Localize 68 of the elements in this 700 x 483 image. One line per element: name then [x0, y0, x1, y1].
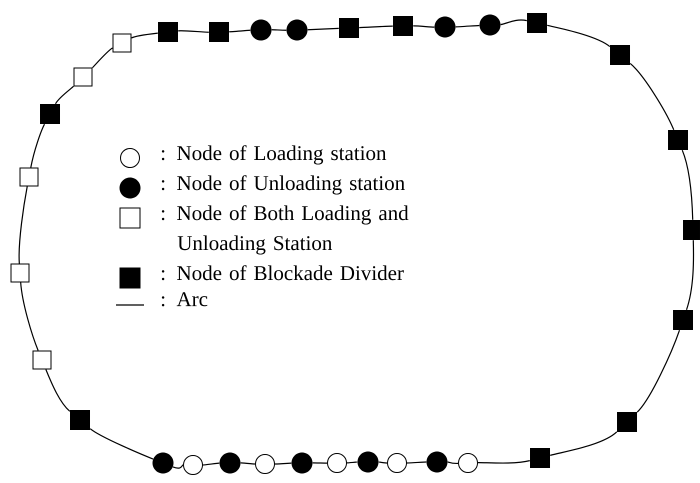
- filled-square-node: [617, 412, 637, 432]
- arc: [478, 460, 530, 464]
- open-square-node: [20, 168, 38, 186]
- arc: [636, 330, 680, 413]
- open-circle-node: [387, 453, 407, 473]
- filled-circle-node: [426, 452, 448, 472]
- arc: [406, 461, 426, 464]
- arc: [500, 19, 527, 26]
- arc: [90, 428, 154, 460]
- arc: [550, 431, 618, 456]
- arc: [378, 461, 388, 464]
- arc: [18, 186, 28, 264]
- arc: [272, 29, 286, 31]
- arc: [178, 30, 209, 33]
- filled-circle-node: [152, 452, 174, 474]
- open-circle-node: [327, 453, 347, 473]
- filled-square-node: [70, 410, 90, 430]
- filled-square-node: [40, 104, 60, 124]
- legend-text: : Node of Blockade Divider: [162, 265, 404, 280]
- arc: [20, 282, 39, 351]
- filled-square-node: [530, 448, 550, 468]
- arc: [131, 32, 158, 39]
- arc: [312, 462, 328, 464]
- arc: [456, 24, 480, 28]
- filled-square-node: [668, 130, 688, 150]
- arc: [274, 462, 292, 465]
- filled-square-node: [527, 13, 547, 33]
- filled-square-node: [610, 45, 630, 65]
- arc: [55, 86, 74, 104]
- filled-square-node: [158, 22, 178, 42]
- legend-text: : Node of Unloading station: [162, 175, 405, 195]
- filled-circle-node: [292, 452, 312, 474]
- open-square-node: [112, 34, 132, 52]
- arc: [240, 462, 256, 465]
- filled-square-node: [673, 310, 693, 330]
- arc: [30, 124, 46, 168]
- open-square-node: [74, 68, 92, 86]
- arc: [346, 461, 358, 464]
- arc: [229, 30, 250, 32]
- arc: [682, 150, 694, 220]
- arc: [686, 240, 694, 310]
- legend-text: : Arc: [162, 292, 208, 306]
- filled-square-node: [393, 16, 413, 36]
- filled-circle-node: [480, 14, 500, 36]
- arc: [547, 24, 610, 48]
- arc: [448, 461, 458, 464]
- arc: [359, 26, 393, 28]
- arc: [308, 28, 339, 30]
- filled-circle-node: [358, 452, 378, 472]
- filled-circle-node: [434, 16, 456, 38]
- open-square-node: [10, 264, 30, 282]
- arc: [202, 462, 220, 466]
- arc: [630, 63, 674, 130]
- filled-circle-node: [220, 452, 240, 474]
- open-circle-node: [458, 453, 478, 473]
- open-square-node: [32, 350, 52, 370]
- filled-square-node: [339, 18, 359, 38]
- open-circle-node: [255, 454, 275, 474]
- filled-circle-node: [286, 20, 308, 40]
- legend-text: : Node of Loading station: [162, 145, 386, 165]
- arc: [92, 48, 113, 68]
- filled-square-node: [209, 22, 229, 42]
- open-circle-node: [183, 455, 203, 475]
- filled-circle-node: [250, 20, 272, 40]
- legend-text: : Node of Both Loading and Unloading Station: [162, 205, 408, 255]
- arc: [172, 464, 184, 469]
- arc: [45, 369, 70, 412]
- arc: [413, 25, 434, 28]
